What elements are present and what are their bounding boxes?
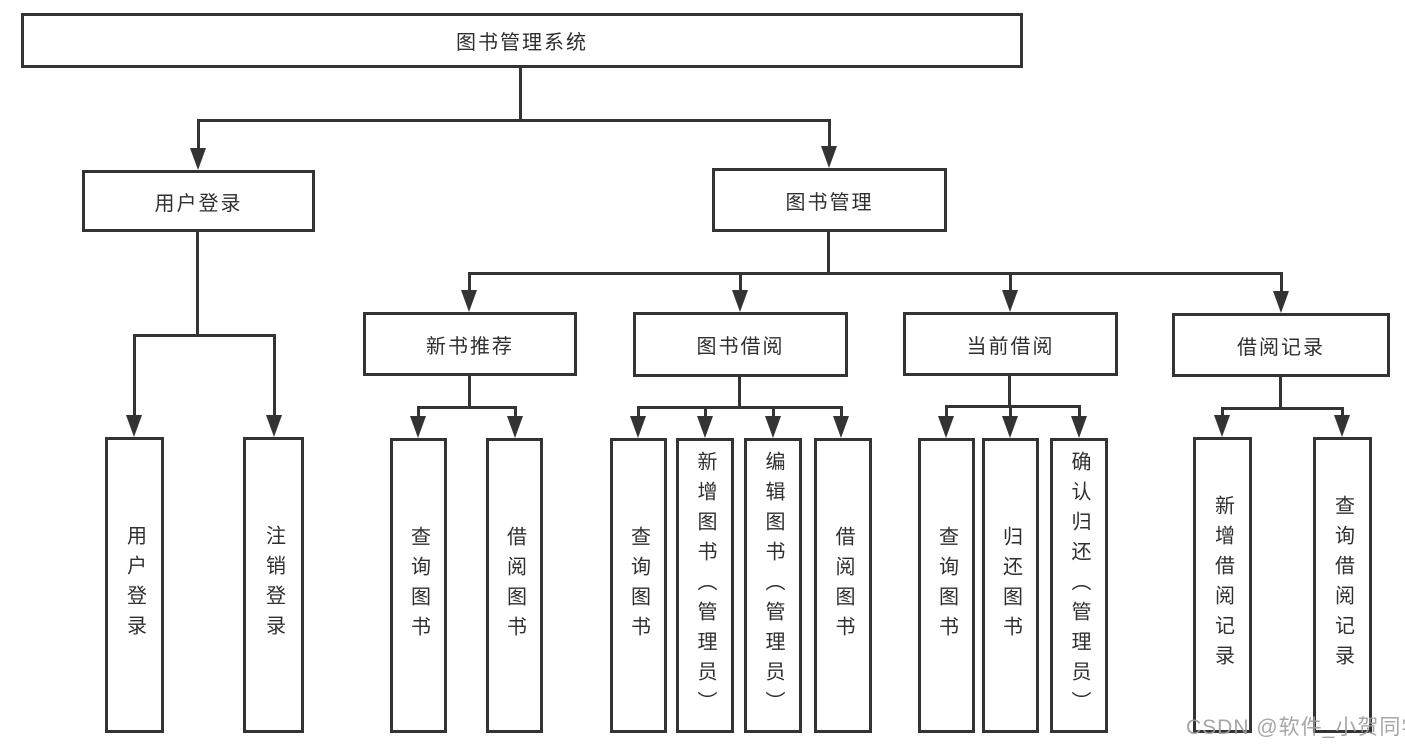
arrow-down-icon (507, 416, 523, 438)
arrow-stem (514, 406, 517, 424)
arrow-stem (739, 272, 742, 296)
leaf-query-books-current-label: 查询图书 (935, 525, 958, 646)
arrow-down-icon (833, 416, 849, 438)
leaf-add-borrow-record: 新增借阅记录 (1193, 437, 1252, 733)
leaf-query-books-recommend-label: 查询图书 (407, 525, 430, 646)
node-new-book-recommend: 新书推荐 (363, 312, 577, 376)
csdn-watermark: CSDN @软件_小贺同学 (1186, 716, 1405, 739)
arrow-down-icon (266, 415, 282, 437)
leaf-logout: 注销登录 (243, 437, 304, 733)
node-book-borrowing-label: 图书借阅 (696, 336, 785, 358)
arrow-stem (772, 406, 775, 424)
arrow-down-icon (1334, 415, 1350, 437)
connector-book-borrowing-children (637, 406, 842, 409)
arrow-down-icon (126, 415, 142, 437)
leaf-add-books-admin: 新增图书（管理员） (676, 438, 734, 733)
node-book-management: 图书管理 (712, 168, 947, 232)
connector-current-borrowing-children (945, 405, 1081, 408)
node-borrow-records: 借阅记录 (1172, 313, 1390, 377)
trunk-user-login (196, 232, 199, 337)
node-book-management-label: 图书管理 (785, 191, 874, 214)
arrow-stem (704, 406, 707, 424)
leaf-borrow-books-recommend: 借阅图书 (486, 438, 543, 733)
leaf-add-books-admin-label: 新增图书（管理员） (694, 450, 716, 721)
arrow-stem (1009, 405, 1012, 424)
arrow-down-icon (630, 416, 646, 438)
arrow-down-icon (1071, 416, 1087, 438)
arrow-down-icon (1002, 416, 1018, 438)
arrow-stem (133, 334, 136, 421)
node-current-borrowing-label: 当前借阅 (966, 335, 1055, 358)
arrow-down-icon (1214, 415, 1230, 437)
trunk-new-book-recommend (468, 376, 471, 409)
trunk-current-borrowing (1008, 376, 1011, 408)
arrow-stem (1009, 272, 1012, 296)
leaf-confirm-return-admin: 确认归还（管理员） (1050, 438, 1108, 733)
arrow-stem (417, 406, 420, 424)
leaf-return-books: 归还图书 (982, 438, 1039, 733)
leaf-borrow-books-recommend-label: 借阅图书 (503, 525, 526, 646)
leaf-return-books-label: 归还图书 (999, 525, 1022, 646)
leaf-logout-label: 注销登录 (262, 525, 285, 645)
arrow-down-icon (732, 290, 748, 312)
connector-book-management-children (468, 272, 1282, 275)
arrow-down-icon (821, 146, 837, 168)
arrow-stem (273, 334, 276, 421)
leaf-edit-books-admin-label: 编辑图书（管理员） (762, 450, 784, 721)
arrow-stem (828, 119, 831, 152)
arrow-down-icon (1273, 291, 1289, 313)
arrow-stem (637, 406, 640, 424)
arrow-down-icon (410, 416, 426, 438)
trunk-book-management (827, 232, 830, 275)
leaf-borrow-books: 借阅图书 (814, 438, 872, 733)
leaf-user-login-label: 用户登录 (123, 525, 146, 645)
connector-new-book-recommend-children (417, 406, 516, 409)
arrow-down-icon (461, 290, 477, 312)
trunk-borrow-records (1279, 377, 1282, 410)
leaf-query-borrow-record-label: 查询借阅记录 (1331, 495, 1354, 675)
trunk-root (519, 68, 522, 122)
connector-borrow-records-children (1221, 407, 1343, 410)
node-user-login: 用户登录 (82, 170, 315, 232)
arrow-down-icon (697, 416, 713, 438)
arrow-stem (468, 272, 471, 296)
arrow-down-icon (190, 148, 206, 170)
leaf-borrow-books-label: 借阅图书 (832, 525, 854, 646)
arrow-stem (1280, 272, 1283, 297)
leaf-query-books-current: 查询图书 (918, 438, 975, 733)
node-user-login-label: 用户登录 (154, 192, 243, 215)
node-book-borrowing: 图书借阅 (633, 312, 848, 377)
arrow-down-icon (1002, 290, 1018, 312)
leaf-query-books-recommend: 查询图书 (390, 438, 447, 733)
arrow-down-icon (938, 416, 954, 438)
node-borrow-records-label: 借阅记录 (1237, 336, 1325, 359)
trunk-book-borrowing (738, 377, 741, 409)
leaf-query-books-borrowing: 查询图书 (610, 438, 667, 733)
node-root: 图书管理系统 (21, 13, 1023, 68)
arrow-stem (1078, 405, 1081, 424)
node-new-book-recommend-label: 新书推荐 (426, 335, 514, 358)
arrow-down-icon (765, 416, 781, 438)
connector-user-login-children (133, 334, 275, 337)
leaf-query-borrow-record: 查询借阅记录 (1313, 437, 1372, 733)
leaf-edit-books-admin: 编辑图书（管理员） (744, 438, 802, 733)
leaf-user-login: 用户登录 (105, 437, 164, 733)
connector-root-children (197, 119, 830, 122)
leaf-add-borrow-record-label: 新增借阅记录 (1211, 495, 1234, 675)
node-root-label: 图书管理系统 (456, 32, 588, 54)
node-current-borrowing: 当前借阅 (903, 312, 1118, 376)
arrow-stem (945, 405, 948, 424)
leaf-query-books-borrowing-label: 查询图书 (627, 525, 650, 646)
arrow-stem (840, 406, 843, 424)
arrow-stem (197, 119, 200, 154)
leaf-confirm-return-admin-label: 确认归还（管理员） (1068, 450, 1090, 721)
